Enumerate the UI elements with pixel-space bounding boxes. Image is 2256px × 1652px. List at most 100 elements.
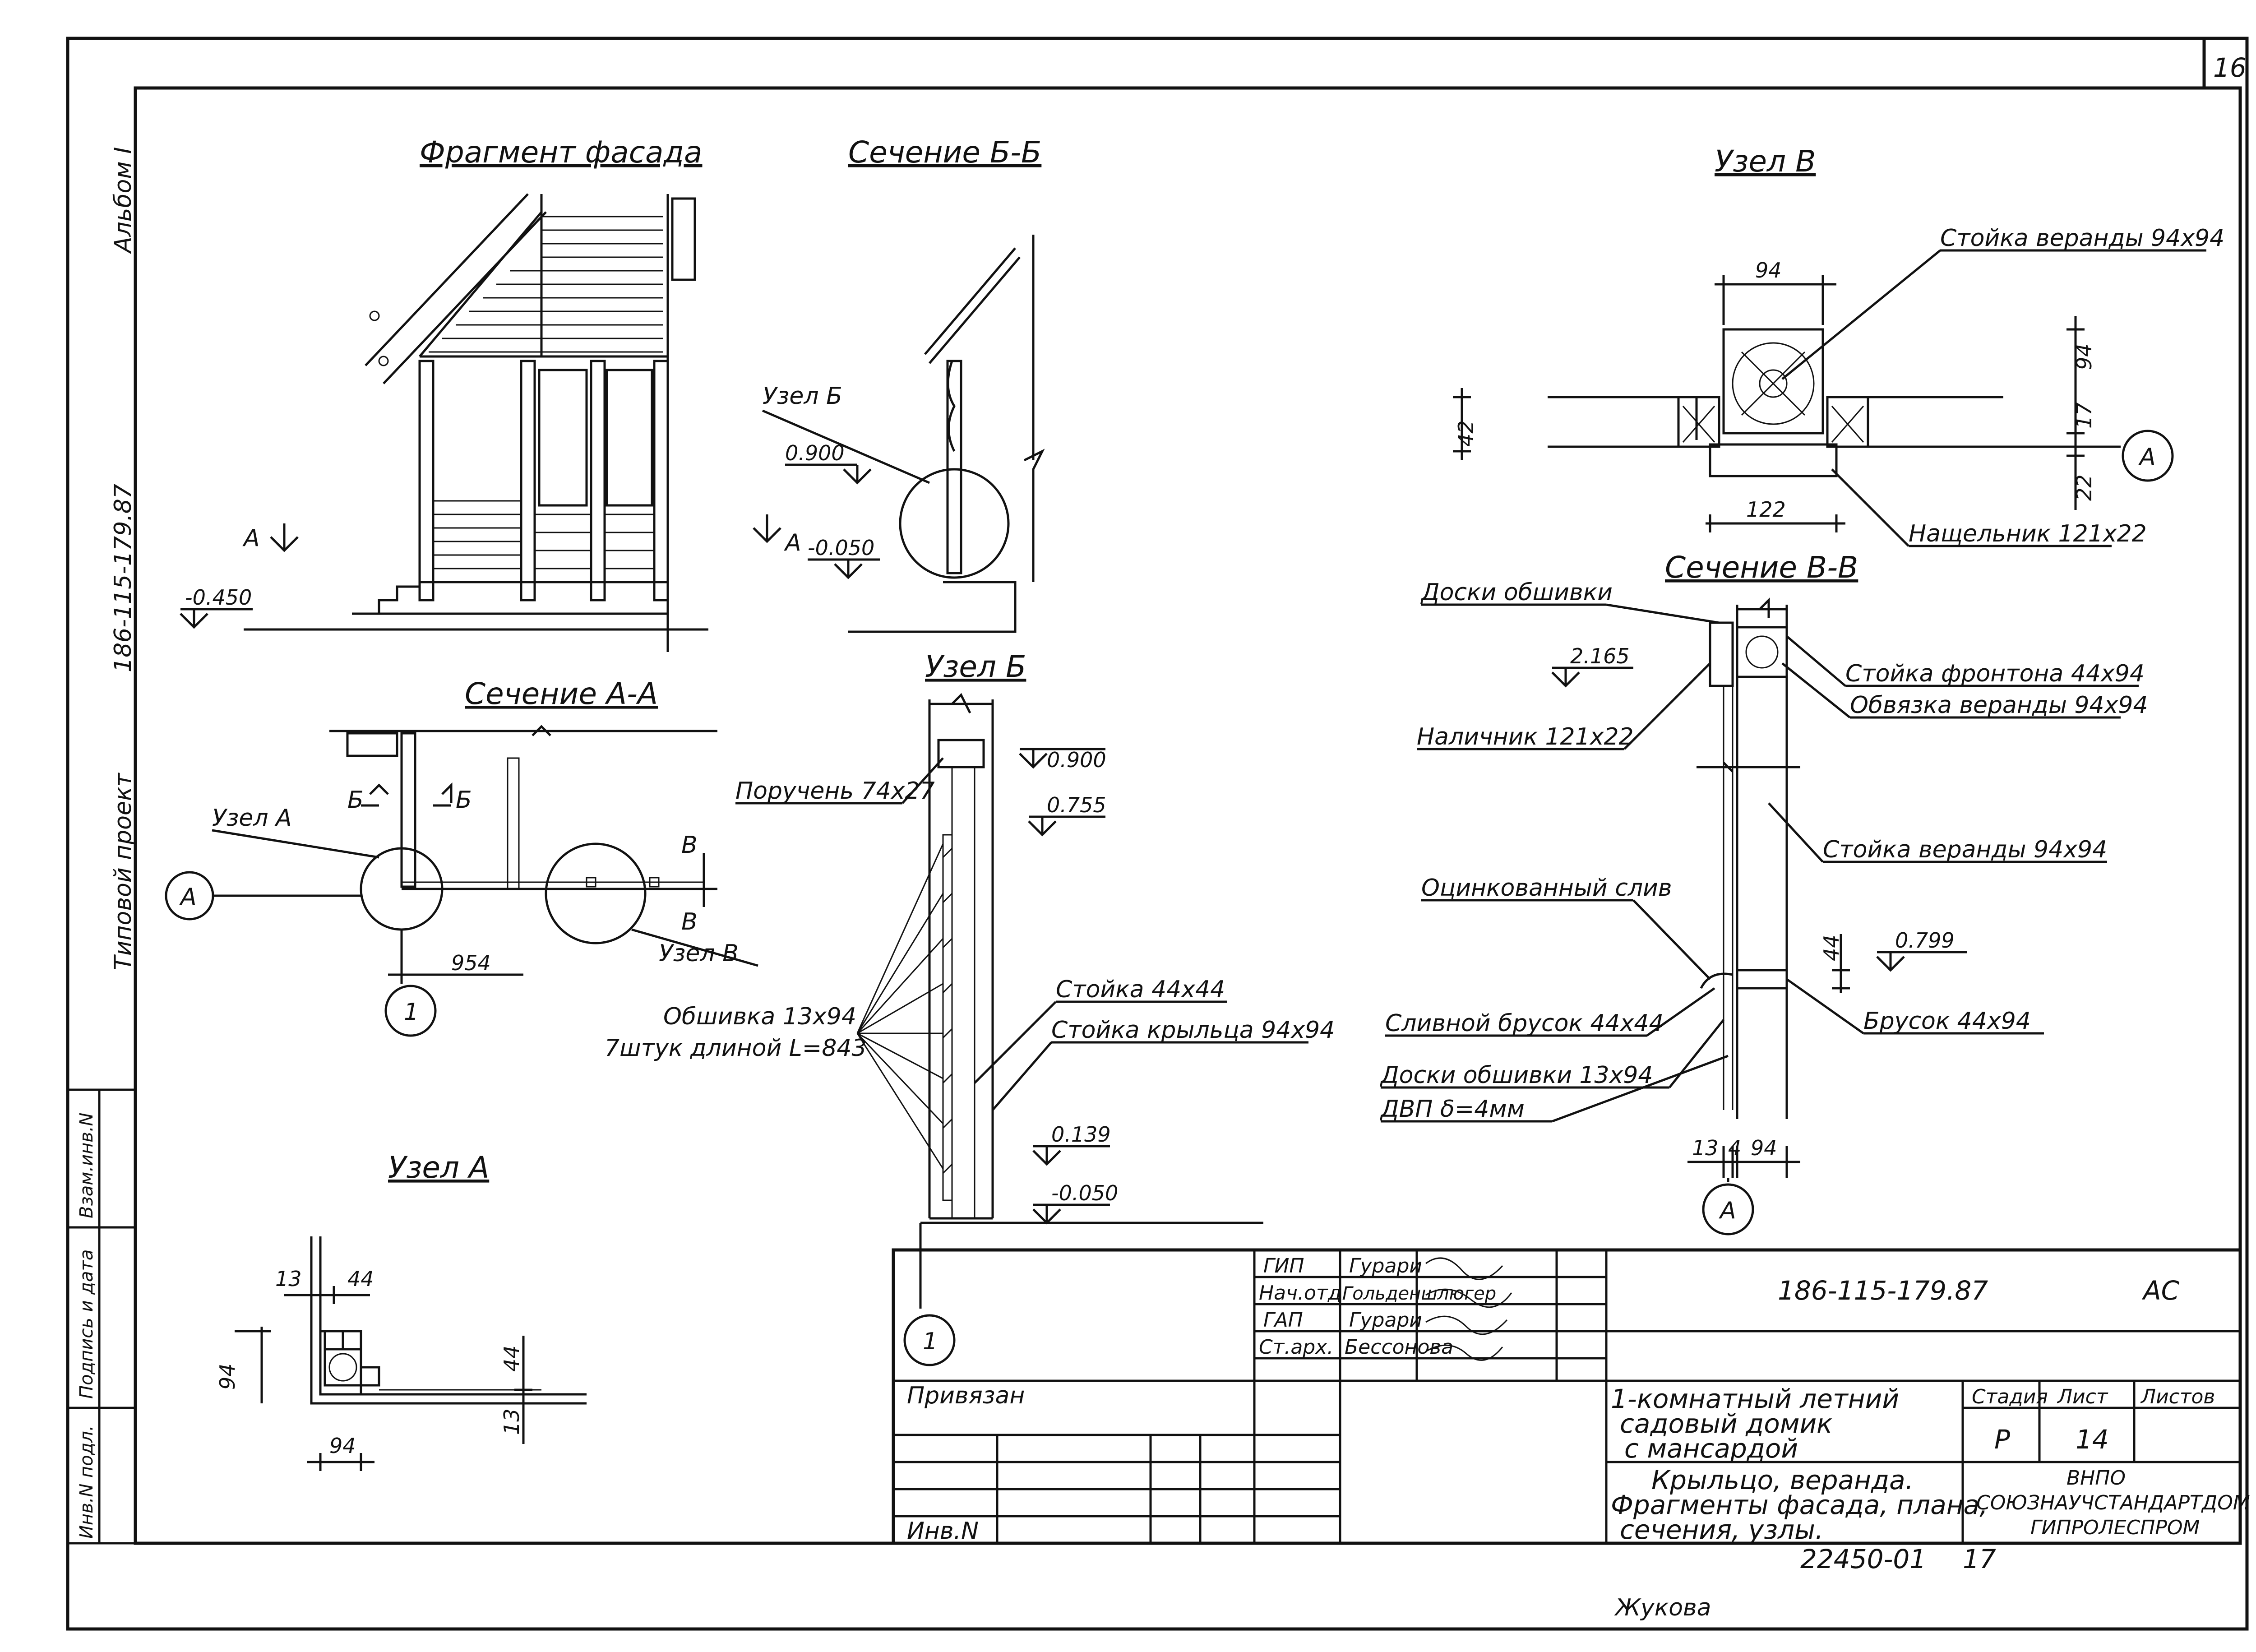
sheet-number: 16 [2213,52,2247,83]
bb-elev-top: 0.900 [785,441,845,465]
project-type: Типовой проект [110,773,137,970]
tb-mark: АС [2141,1275,2180,1306]
sheet-title-0: Крыльцо, веранда. [1651,1465,1914,1495]
node-a-dim-2: 94 [215,1363,240,1390]
vv-label-9: ДВП δ=4мм [1380,1096,1525,1123]
aa-dim: 954 [451,951,491,975]
aa-cut-v-top: В [681,832,698,859]
node-a: Узел А 13 44 94 44 13 94 [215,1150,587,1471]
node-b-label-2: 7штук длиной L=843 [605,1035,867,1062]
aa-cut-b-right: Б [456,787,472,814]
vv-dim-0: 44 [1819,935,1844,961]
stage-value: Р [1994,1424,2010,1455]
vv-axis: А [1719,1197,1736,1224]
copyist: Жукова [1614,1594,1711,1621]
signatures [1425,1257,1512,1361]
name-3: Бессонова [1345,1336,1453,1359]
role-0: ГИП [1263,1254,1304,1277]
sheet-value: 14 [2076,1424,2109,1455]
name-2: Гурари [1349,1309,1422,1332]
role-2: ГАП [1263,1309,1303,1332]
sheets-label: Листов [2140,1385,2215,1408]
node-b-elev-0: 0.900 [1047,748,1106,772]
org-0: ВНПО [2066,1467,2126,1490]
section-bb-node-label: Узел Б [763,383,842,410]
facade-elev: -0.450 [185,585,252,610]
sheet-title-1: Фрагменты фасада, плана, [1611,1490,1988,1520]
node-v-label-1: Нащельник 121x22 [1909,520,2147,547]
node-v-dim-5: 122 [1746,497,1786,522]
node-v-axis-bubble [2122,430,2174,482]
aa-axis-num-bubble [384,985,437,1037]
aa-axis: А [179,884,197,911]
node-v-dim-0: 94 [1755,258,1782,282]
node-b-axis-bubble [903,1314,956,1366]
section-bb-title: Сечение Б-Б [848,135,1041,170]
org-2: ГИПРОЛЕСПРОМ [2030,1516,2200,1539]
node-a-title: Узел А [388,1150,489,1185]
vv-label-5: Оцинкованный слив [1421,875,1672,902]
aa-node-b: Узел В [659,940,739,967]
object-line-2: с мансардой [1624,1433,1798,1464]
vv-label-3: Наличник 121x22 [1417,723,1634,750]
section-aa-title: Сечение А-А [465,676,658,711]
node-v-axis: А [2138,444,2156,471]
name-0: Гурари [1349,1254,1422,1277]
node-b-label-0: Поручень 74x27 [735,777,935,805]
object-line-1: садовый домик [1620,1408,1832,1439]
node-b-elev-3: -0.050 [1051,1181,1118,1205]
vv-elev-1: 0.799 [1895,928,1955,953]
vv-elev-0: 2.165 [1570,644,1630,668]
stage-label: Стадия [1972,1385,2048,1408]
section-aa: Сечение А-А Узел А Узел В Б Б В В А 954 … [165,676,758,1037]
archive-sheet: 17 [1963,1544,1996,1574]
node-a-dim-3: 44 [499,1345,524,1372]
node-b-label-4: Стойка крыльца 94x94 [1051,1017,1335,1044]
name-1: Гольденшлюгер [1342,1283,1496,1304]
node-v-label-0: Стойка веранды 94x94 [1940,225,2224,252]
album-label: Альбом I [110,147,137,254]
aa-axis-num: 1 [404,999,419,1026]
node-v-callout [545,842,647,944]
siding-lines [429,216,663,353]
aa-cut-v-bottom: В [681,908,698,935]
node-b: Узел Б 1 Поручень 74x27 Обшивка 13x94 7ш… [605,649,1335,1366]
tied-label: Привязан [907,1382,1025,1409]
vv-dim-1: 13 [1692,1136,1719,1160]
bb-cut: А [784,529,801,556]
side-field-3: Инв.N подл. [76,1425,97,1539]
node-b-title: Узел Б [925,649,1026,684]
vv-dim-3: 94 [1751,1136,1777,1160]
node-b-callout [899,468,1010,579]
section-bb: Сечение Б-Б Узел Б 0.900 А -0.050 [753,135,1045,633]
side-stamp: Альбом I 186-115-179.87 Типовой проект В… [66,147,137,1545]
role-1: Нач.отд. [1259,1282,1348,1305]
vv-label-6: Брусок 44x94 [1863,1008,2031,1035]
facade-cut-mark: А [242,525,260,552]
aa-cut-b-left: Б [347,787,364,814]
vv-label-4: Стойка веранды 94x94 [1823,836,2107,863]
title-block: ГИП Гурари Нач.отд. Гольденшлюгер ГАП Гу… [892,1248,2250,1574]
node-b-elev-2: 0.139 [1051,1122,1111,1147]
section-vv: Сечение В-В Доски обшивки Стойка фронтон… [1380,550,2148,1236]
vv-label-0: Доски обшивки [1420,579,1613,606]
node-b-label-3: Стойка 44x44 [1056,976,1225,1003]
vv-label-7: Сливной брусок 44x44 [1385,1010,1664,1037]
vv-label-1: Стойка фронтона 44x94 [1845,660,2145,687]
inner-frame [134,86,2242,1545]
node-b-axis: 1 [923,1328,938,1355]
node-a-dim-1: 44 [347,1267,374,1291]
vv-label-2: Обвязка веранды 94x94 [1850,692,2148,719]
bb-elev-bottom: -0.050 [808,536,874,560]
side-field-1: Взам.инв.N [76,1113,97,1218]
vv-axis-bubble [1702,1183,1754,1236]
archive-no: 22450-01 [1800,1544,1926,1574]
facade-fragment: Фрагмент фасада [180,135,708,652]
side-code: 186-115-179.87 [110,484,137,672]
node-a-dim-0: 13 [275,1267,302,1291]
facade-title: Фрагмент фасада [420,135,702,170]
node-a-dim-4: 13 [499,1408,524,1435]
section-vv-title: Сечение В-В [1665,550,1858,585]
node-b-elev-1: 0.755 [1047,793,1106,817]
